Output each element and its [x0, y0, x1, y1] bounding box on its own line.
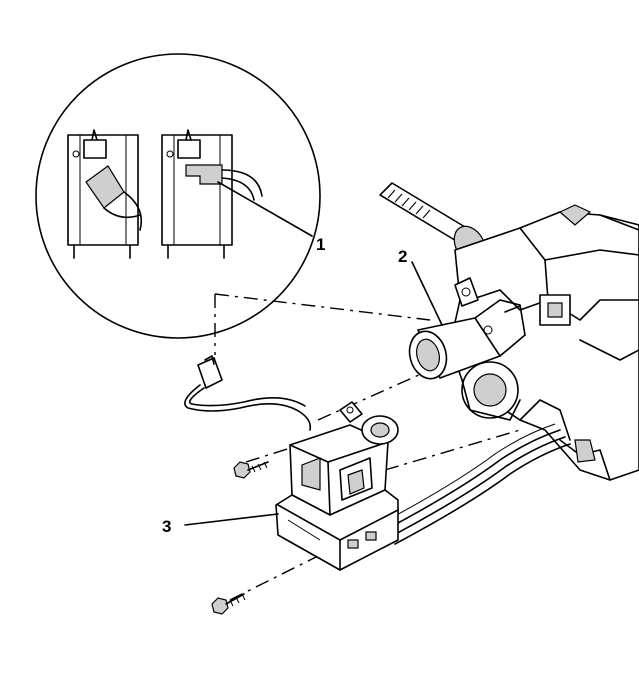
callout-1: 1: [316, 235, 325, 254]
wiring-harness: [379, 423, 571, 545]
detail-view-circle: [35, 53, 321, 339]
ignition-lock-cylinder-tube: [408, 277, 526, 380]
pigtail-connector: [184, 355, 312, 431]
screw-upper: [233, 461, 269, 479]
leader-line-3: [184, 513, 279, 526]
screw-lower: [211, 593, 246, 615]
ignition-switch-assembly: [184, 401, 399, 571]
leader-line-2: [411, 261, 443, 326]
leader-line-1: [217, 181, 313, 237]
callout-3: 3: [162, 517, 171, 536]
callout-2: 2: [398, 247, 407, 266]
detail-switch-right: [161, 129, 263, 259]
steering-column: [379, 182, 639, 481]
detail-switch-left: [67, 129, 143, 259]
